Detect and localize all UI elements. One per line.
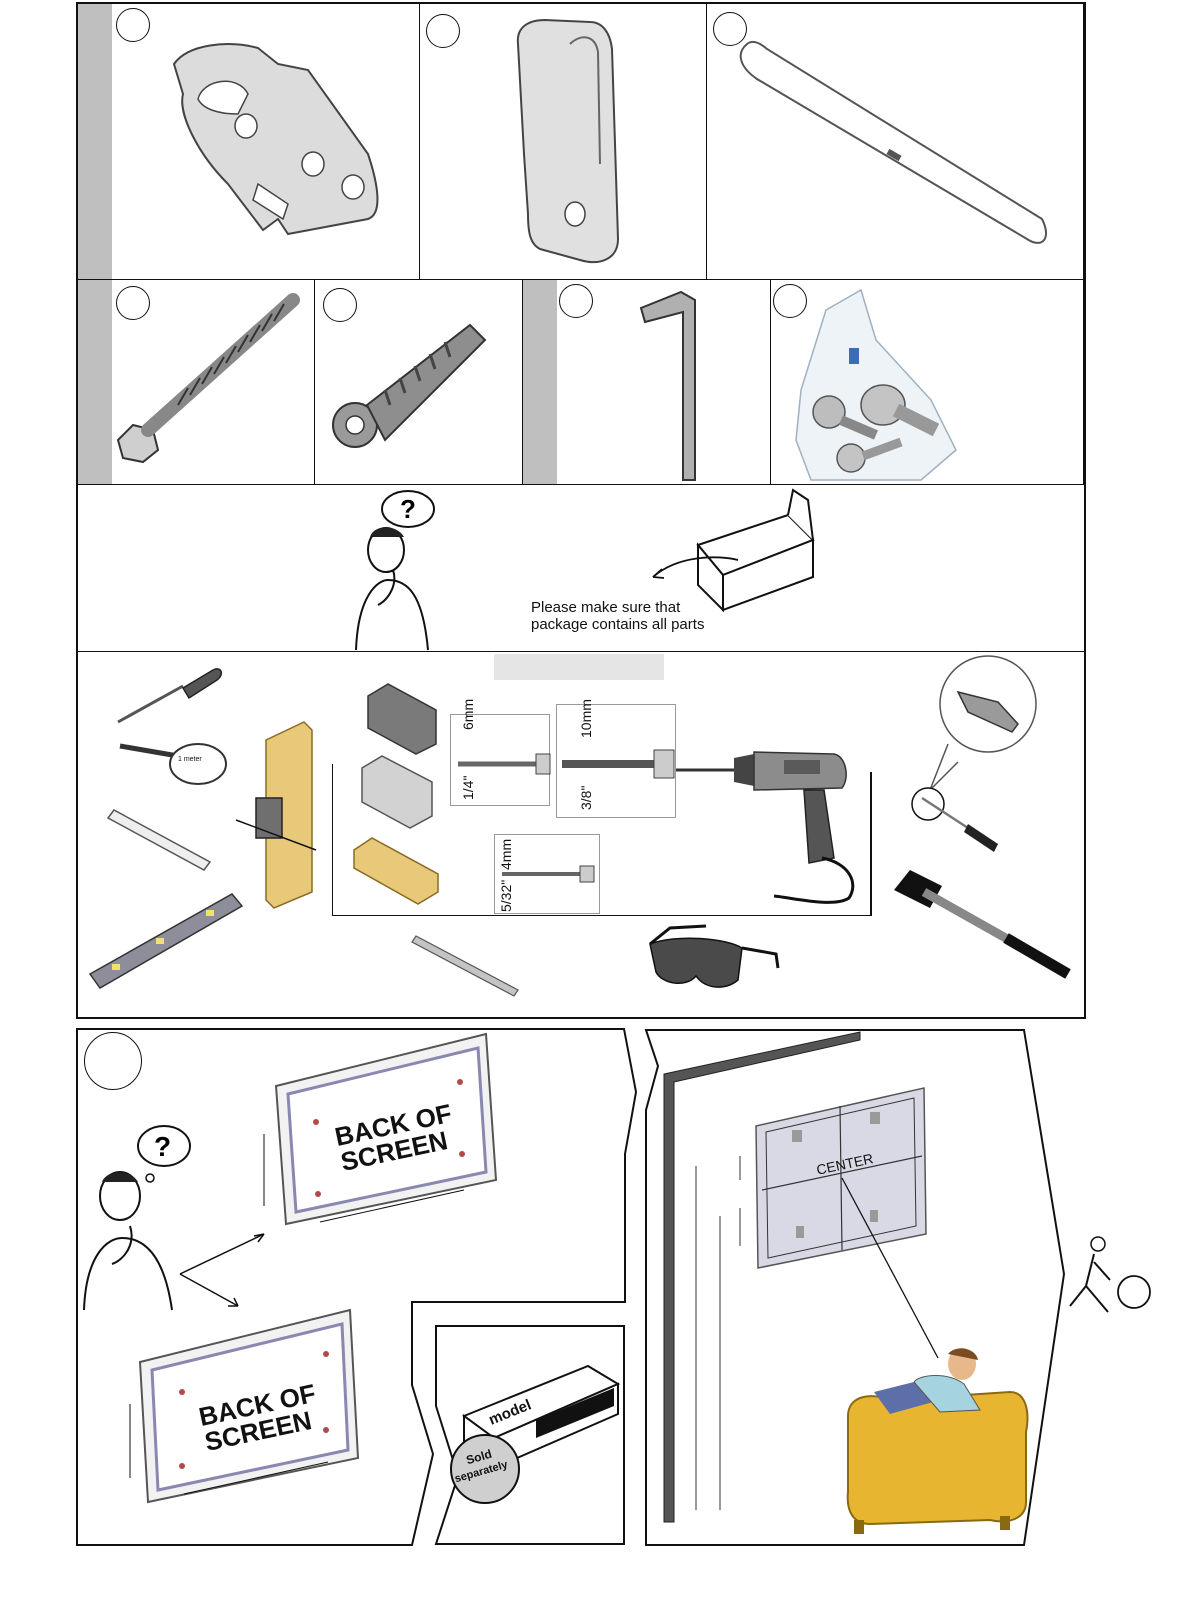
unpack-message-line1: Please make sure that — [531, 599, 681, 616]
drill-bit-a-in: 1/4" — [460, 775, 476, 800]
part-cell-bracket-plate — [78, 4, 420, 280]
bracket-plate-illustration — [172, 43, 379, 236]
screen-back-upper-icon — [263, 1032, 498, 1226]
tape-measure-icon — [119, 743, 227, 785]
wall-plate-icon — [755, 1087, 927, 1269]
cinder-block-icon — [361, 755, 433, 829]
unpack-check-panel: ? Please make sure that package contains… — [78, 485, 1084, 652]
part-cell-cable — [707, 4, 1084, 280]
part-cell-screw-bag — [771, 280, 1084, 485]
level-icon — [88, 893, 244, 989]
wood-block-icon — [353, 837, 439, 905]
part-cell-hex-key — [523, 280, 771, 485]
part-cell-wall-anchor — [315, 280, 523, 485]
stud-finder-icon — [235, 721, 317, 909]
hammer-icon — [894, 870, 1071, 979]
drill-bit-c-icon — [502, 865, 595, 883]
part-number-circle — [116, 8, 150, 42]
concrete-block-icon — [367, 683, 437, 755]
part-cell-lag-bolt — [78, 280, 315, 485]
gray-strip — [78, 280, 112, 484]
gray-strip — [523, 280, 557, 484]
drill-bit-a-icon — [458, 753, 551, 775]
screwdriver-zoom-icon — [911, 655, 1037, 852]
drill-bit-b-icon — [562, 749, 675, 779]
part-number-circle — [323, 288, 357, 322]
choice-arrows-icon — [179, 1233, 265, 1307]
screen-back-lower-icon — [129, 1308, 360, 1504]
thinking-man-icon: ? — [83, 1125, 191, 1311]
drill-bit-b-in: 3/8" — [578, 785, 594, 810]
sold-separately-badge — [450, 1434, 520, 1504]
drill-bit-a-mm: 6mm — [460, 698, 476, 730]
wall-section-icon — [663, 1031, 861, 1523]
ruler-icon — [106, 809, 212, 871]
part-number-circle — [713, 12, 747, 46]
lag-bolt-illustration — [116, 293, 300, 464]
unpack-message-line2: package contains all parts — [531, 616, 705, 633]
drill-bit-c-box — [494, 834, 600, 914]
tools-panel: 1 meter 6mm 1/4" 10mm 3/8" — [78, 652, 1084, 1017]
step-number-circle — [84, 1032, 142, 1090]
gray-strip — [78, 4, 112, 279]
hex-key-illustration — [639, 290, 696, 481]
part-number-circle — [426, 14, 460, 48]
safety-glasses-icon — [649, 924, 780, 988]
svg-text:?: ? — [154, 1131, 171, 1162]
tools-header-bar — [494, 654, 664, 680]
viewing-line — [841, 1177, 939, 1359]
viewer-in-armchair-icon — [846, 1348, 1029, 1534]
part-number-circle — [559, 284, 593, 318]
drill-bit-b-box — [556, 704, 676, 818]
drill-bit-b-mm: 10mm — [578, 699, 594, 738]
drill-bit-c-in: 5/32" — [498, 879, 514, 912]
drill-bit-c-mm: 4mm — [498, 838, 514, 870]
materials-box-right — [870, 772, 872, 916]
walking-person-ball-icon — [1069, 1236, 1151, 1313]
awl-icon — [117, 668, 223, 724]
hook-illustration — [516, 18, 620, 264]
accessory-box-icon — [461, 1364, 621, 1470]
part-number-circle — [116, 286, 150, 320]
thinking-man-icon: ? — [355, 490, 435, 651]
svg-text:?: ? — [400, 494, 416, 524]
parts-and-tools-frame — [76, 2, 1086, 1019]
part-number-circle — [773, 284, 807, 318]
height-dimension-lines — [695, 1156, 741, 1510]
cable-illustration — [739, 40, 1047, 244]
open-box-icon — [652, 488, 815, 613]
screw-bag-illustration — [795, 288, 957, 481]
materials-box — [332, 764, 872, 916]
power-drill-icon — [676, 751, 855, 904]
tape-measure-label: 1 meter — [178, 756, 202, 763]
wall-anchor-illustration — [332, 323, 487, 448]
pencil-icon — [411, 935, 519, 997]
part-cell-hook — [420, 4, 707, 280]
